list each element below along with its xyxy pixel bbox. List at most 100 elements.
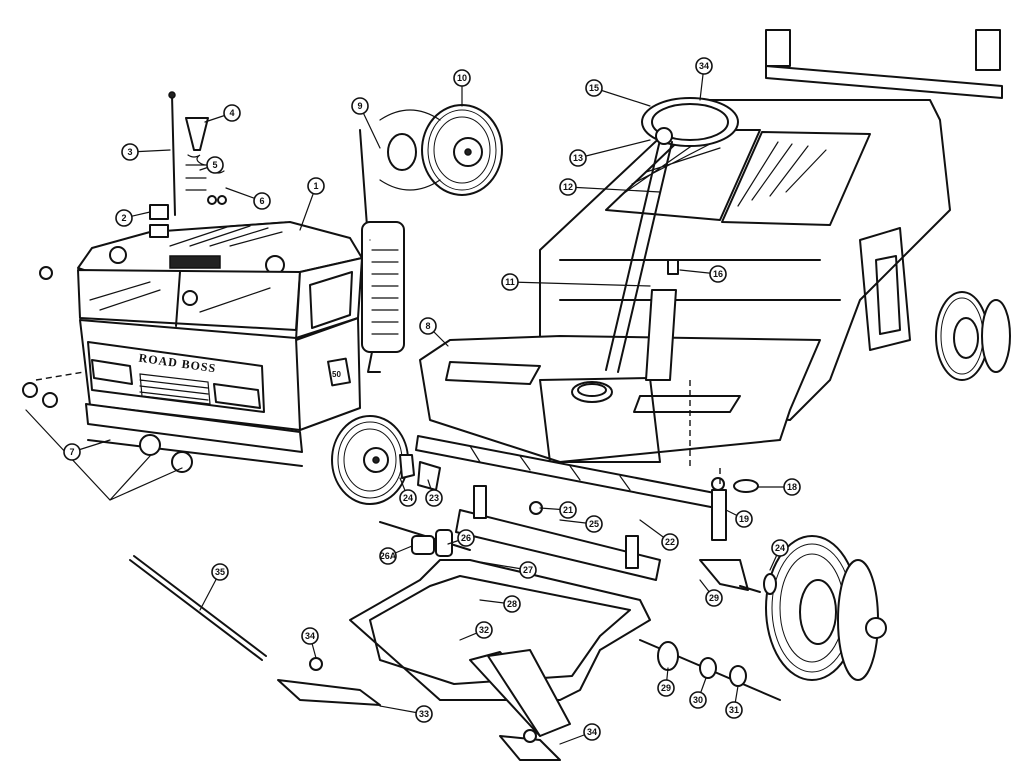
- callout-c33: 33: [379, 705, 433, 723]
- truck-cab: 50 ROAD BOSS: [77, 221, 363, 467]
- callout-label: 28: [507, 599, 517, 609]
- callout-label: 8: [425, 321, 430, 331]
- marker-bulbs: [207, 195, 227, 205]
- callout-circle: [771, 539, 789, 557]
- front-wheel-top: [379, 104, 503, 196]
- callout-circle: [689, 691, 707, 709]
- callout-circle: [223, 104, 241, 122]
- callout-label: 29: [709, 593, 719, 603]
- callout-label: 32: [479, 625, 489, 635]
- callout-label: 18: [787, 482, 797, 492]
- rear-fork: [699, 559, 761, 593]
- callout-circle: [585, 79, 603, 97]
- callout-leader: [509, 281, 651, 287]
- callout-circle: [657, 679, 675, 697]
- callout-c12: 12: [559, 178, 661, 196]
- callout-label: 26: [461, 533, 471, 543]
- callout-label: 21: [563, 505, 573, 515]
- callout-label: 34: [587, 727, 597, 737]
- callout-circle: [569, 149, 587, 167]
- callout-circle: [501, 273, 519, 291]
- callout-circle: [379, 547, 397, 565]
- callout-circle: [705, 589, 723, 607]
- callout-c5: 5: [199, 156, 224, 174]
- callout-c26a: 26A: [379, 545, 413, 565]
- callout-circle: [503, 595, 521, 613]
- pedal-bar: [129, 555, 381, 706]
- callout-c9: 9: [351, 97, 381, 149]
- callout-label: 22: [665, 537, 675, 547]
- callout-circle: [211, 563, 229, 581]
- callout-label: 29: [661, 683, 671, 693]
- callout-label: 25: [589, 519, 599, 529]
- callout-label: 24: [403, 493, 413, 503]
- callout-label: 23: [429, 493, 439, 503]
- callout-c24b: 24: [769, 539, 789, 571]
- callout-circle: [585, 515, 603, 533]
- callout-c13: 13: [569, 139, 651, 167]
- callout-label: 19: [739, 514, 749, 524]
- callout-c11: 11: [501, 273, 651, 291]
- callout-leader: [593, 87, 651, 107]
- callout-label: 6: [259, 196, 264, 206]
- callout-circle: [301, 627, 319, 645]
- callout-label: 15: [589, 83, 599, 93]
- callout-c31: 31: [725, 685, 743, 719]
- callout-c4: 4: [204, 104, 241, 123]
- loose-lamps: [22, 266, 193, 473]
- callout-c35: 35: [199, 563, 229, 611]
- callout-c23: 23: [425, 479, 443, 507]
- callout-label: 27: [523, 565, 533, 575]
- rear-wheel-right: [935, 291, 1011, 381]
- callout-circle: [399, 489, 417, 507]
- pedal-frame: [349, 559, 651, 737]
- callout-label: 35: [215, 567, 225, 577]
- callout-label: 5: [212, 160, 217, 170]
- callout-c29b: 29: [657, 667, 675, 697]
- assembly-axes: [35, 371, 721, 486]
- callout-label: 34: [305, 631, 315, 641]
- callout-c34b: 34: [301, 627, 319, 659]
- callout-label: 33: [419, 709, 429, 719]
- callout-circle: [559, 501, 577, 519]
- callout-c19: 19: [725, 509, 753, 528]
- callout-c6: 6: [225, 187, 271, 210]
- callout-c2: 2: [115, 209, 151, 227]
- horn-and-spring: [185, 117, 225, 191]
- callout-c34a: 34: [695, 57, 713, 101]
- callout-circle: [419, 317, 437, 335]
- callout-c3: 3: [121, 143, 171, 161]
- callout-label: 10: [457, 73, 467, 83]
- callout-circle: [253, 192, 271, 210]
- front-wheel-lower: [331, 415, 441, 505]
- callout-c26: 26: [447, 529, 475, 547]
- callout-label: 1: [313, 181, 318, 191]
- callout-circle: [661, 533, 679, 551]
- callout-label: 9: [357, 101, 362, 111]
- callout-circle: [695, 57, 713, 75]
- callout-c32: 32: [459, 621, 493, 641]
- callout-circle: [457, 529, 475, 547]
- callout-circle: [559, 178, 577, 196]
- callout-label: 16: [713, 269, 723, 279]
- callout-circle: [725, 701, 743, 719]
- callout-c8: 8: [419, 317, 449, 347]
- callout-label: 3: [127, 147, 132, 157]
- callout-c16: 16: [679, 265, 727, 283]
- callout-c10: 10: [453, 69, 471, 107]
- callout-c1: 1: [299, 177, 325, 231]
- callout-c24a: 24: [399, 477, 417, 507]
- floor-pan: [419, 335, 821, 463]
- callout-leader: [577, 139, 651, 159]
- callout-c25: 25: [559, 515, 603, 533]
- callout-circle: [735, 510, 753, 528]
- callout-c29a: 29: [699, 579, 723, 607]
- callout-circle: [115, 209, 133, 227]
- callout-circle: [583, 723, 601, 741]
- callout-label: 2: [121, 213, 126, 223]
- exhaust-stack-assembly: [359, 129, 405, 373]
- rear-wheel-lower: [763, 535, 887, 681]
- cab-number-badge: 50: [332, 370, 341, 379]
- callout-label: 11: [505, 277, 515, 287]
